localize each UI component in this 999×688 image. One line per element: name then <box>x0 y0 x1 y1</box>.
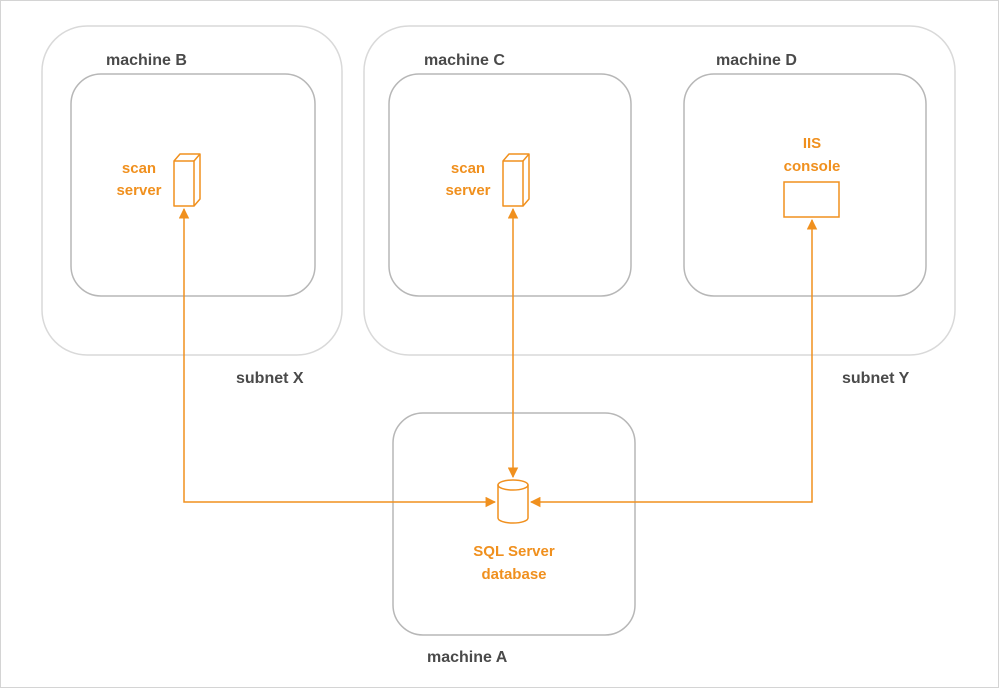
server-tower-icon <box>502 153 530 207</box>
machine-a-component-line2: database <box>481 566 546 583</box>
machine-a-component-line1: SQL Server <box>473 543 555 560</box>
subnet-y-label: subnet Y <box>842 370 910 387</box>
subnet-x-label: subnet X <box>236 370 304 387</box>
machine-b-label: machine B <box>106 52 187 69</box>
machine-b-component-line2: server <box>116 182 161 199</box>
machine-d-label: machine D <box>716 52 797 69</box>
machine-c-component-line2: server <box>445 182 490 199</box>
console-window-icon <box>783 181 840 218</box>
connector-b-to-a <box>178 207 497 508</box>
machine-d-component-line1: IIS <box>803 135 821 152</box>
machine-c-component-line1: scan <box>451 160 485 177</box>
server-tower-icon <box>173 153 201 207</box>
machine-b-component-line1: scan <box>122 160 156 177</box>
connector-d-to-a <box>529 218 818 508</box>
machine-c-label: machine C <box>424 52 505 69</box>
database-cylinder-icon <box>497 479 529 524</box>
machine-a-label: machine A <box>427 649 508 666</box>
machine-d-component-line2: console <box>784 158 841 175</box>
